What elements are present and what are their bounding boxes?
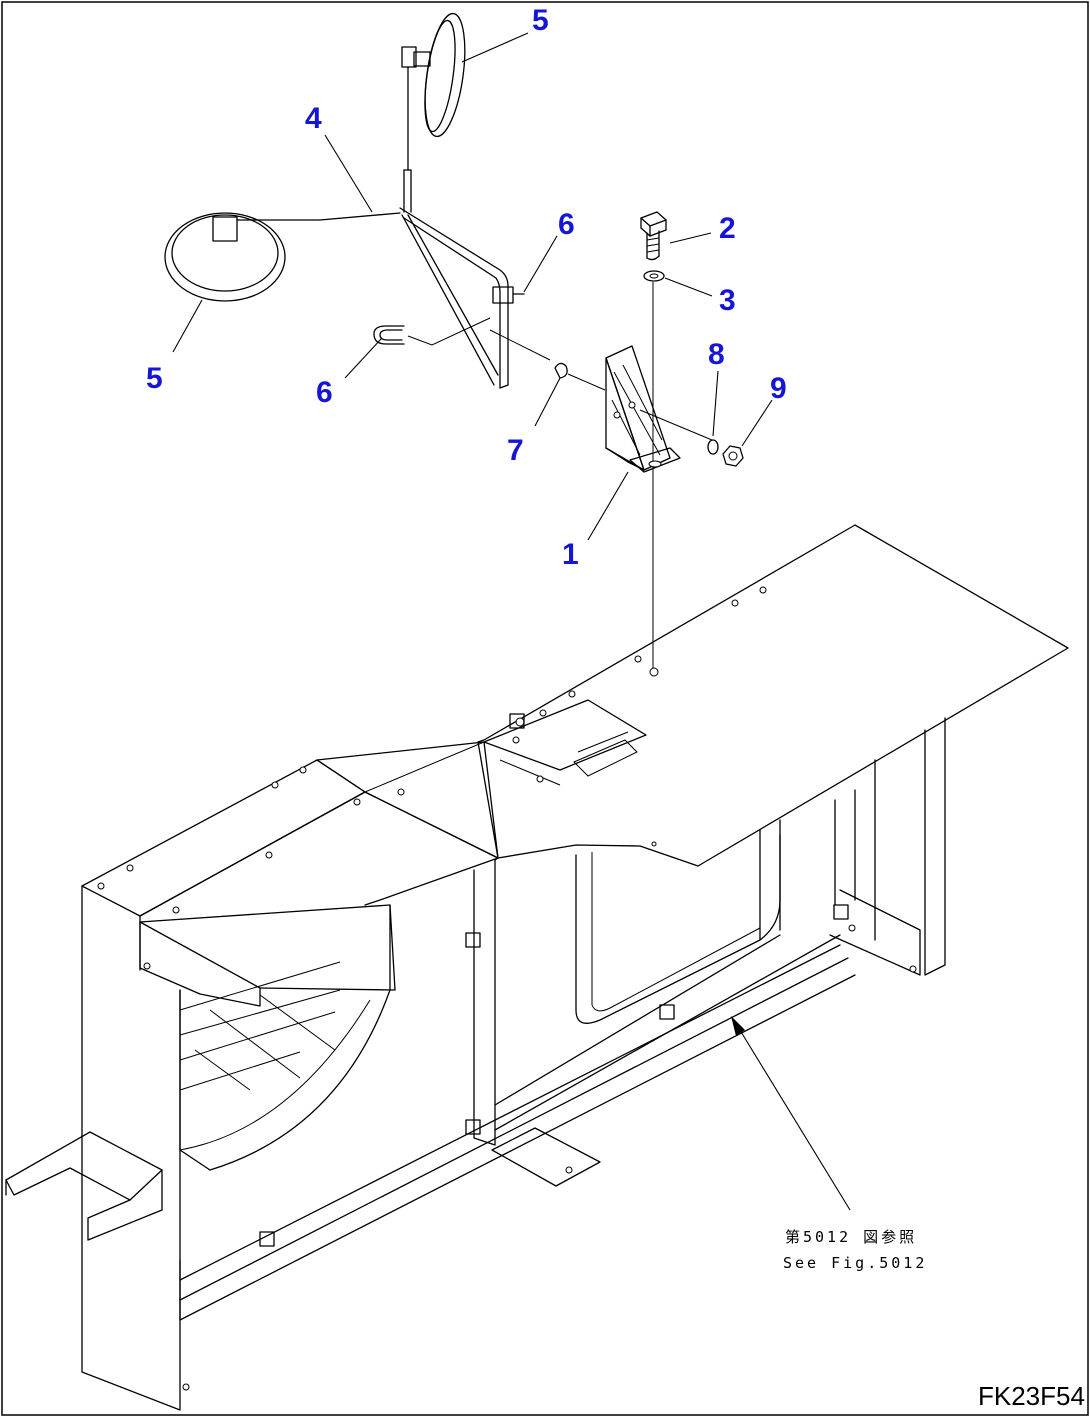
- callout-2: 2: [719, 212, 736, 245]
- callout-7: 7: [507, 434, 524, 467]
- callout-5-upper: 5: [532, 4, 549, 37]
- reference-note: 第5012 図参照 See Fig.5012: [783, 1228, 927, 1272]
- callout-6-upper: 6: [558, 208, 575, 241]
- callout-9: 9: [770, 372, 787, 405]
- reference-arrow: [734, 1021, 851, 1211]
- callout-5-lower: 5: [146, 362, 163, 395]
- callout-numbers: 5 4 6 2 3 8 5 6 9 7 1: [146, 4, 787, 571]
- mirror-stay: [399, 207, 525, 389]
- leader-lines: [172, 32, 773, 541]
- lock-washer: [707, 439, 719, 455]
- clip-part-7: [489, 329, 606, 391]
- nut: [722, 445, 744, 467]
- bracket-assembly: [605, 211, 744, 670]
- radiator-guard-housing: [5, 524, 1069, 1411]
- callout-3: 3: [719, 284, 736, 317]
- callout-4: 4: [305, 102, 322, 135]
- clip-nuts: [259, 713, 849, 1247]
- callout-1: 1: [562, 538, 579, 571]
- top-plate: [477, 524, 1069, 867]
- reference-note-japanese: 第5012 図参照: [785, 1228, 917, 1246]
- callout-6-lower: 6: [316, 376, 333, 409]
- figure-code: FK23F54: [978, 1381, 1085, 1411]
- step-plate: [5, 1131, 163, 1241]
- callout-8: 8: [708, 338, 725, 371]
- fan-screen-mesh: [179, 961, 341, 1091]
- upper-mirror: [401, 12, 466, 213]
- u-bolt: [373, 317, 491, 346]
- washer: [643, 270, 665, 282]
- round-mirror: [164, 212, 401, 302]
- bolt-holes: [97, 586, 917, 1391]
- top-cover-hatch: [483, 699, 647, 771]
- mirror-assembly: [164, 12, 606, 391]
- bolt: [640, 211, 667, 261]
- reference-note-english: See Fig.5012: [783, 1254, 927, 1272]
- bracket: [605, 345, 713, 473]
